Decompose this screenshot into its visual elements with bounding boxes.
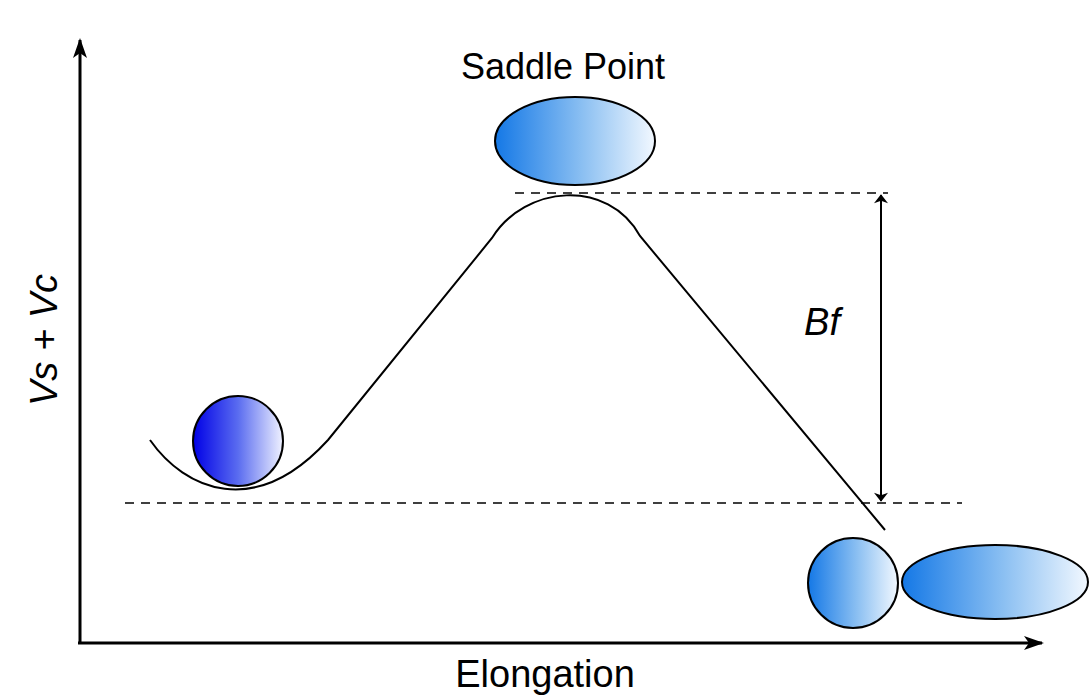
y-axis	[79, 40, 82, 643]
axis-label: Vs + Vc	[25, 274, 63, 406]
fragment-ellipsoid	[902, 545, 1088, 619]
fragment-sphere	[808, 538, 898, 628]
barrier-label: Bf	[804, 303, 840, 341]
spherical-nucleus	[193, 396, 283, 486]
ground-level-line	[125, 502, 962, 504]
axis-label: Elongation	[455, 655, 635, 693]
x-axis	[78, 642, 1042, 645]
saddle-label: Saddle Point	[461, 49, 665, 85]
potential-curve	[150, 195, 885, 530]
saddle-nucleus	[495, 97, 655, 185]
saddle-level-line	[515, 192, 888, 194]
barrier-dimension-arrow	[880, 195, 882, 501]
